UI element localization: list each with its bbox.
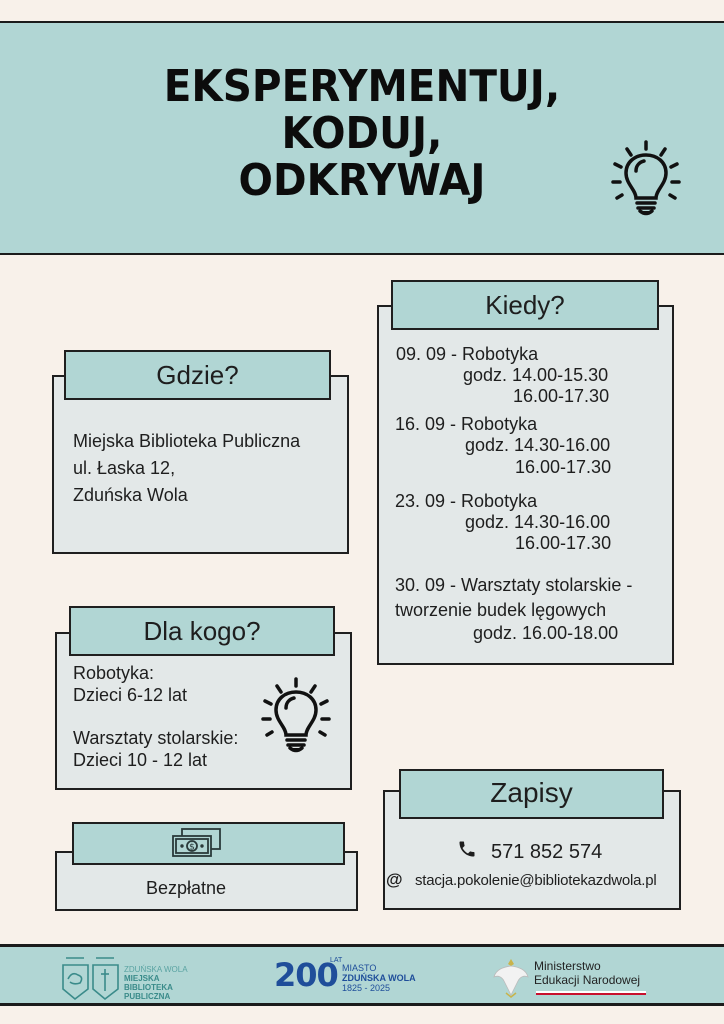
where-heading: Gdzie? — [64, 350, 331, 400]
city-logo-line-2: ZDUŃSKA WOLA — [342, 973, 416, 983]
city-logo-line-3: 1825 - 2025 — [342, 983, 391, 993]
schedule-date: 23. 09 - Robotyka — [395, 491, 538, 511]
schedule-subtitle: tworzenie budek lęgowych — [395, 600, 607, 620]
group-age: Dzieci 6-12 lat — [73, 685, 188, 705]
phone-number[interactable]: 571 852 574 — [491, 841, 603, 863]
money-icon: $ — [172, 828, 221, 857]
at-icon: @ — [386, 870, 403, 889]
group-label: Warsztaty stolarskie: — [73, 728, 239, 748]
title-line-3: ODKRYWAJ — [238, 155, 486, 206]
schedule-time: 16.00-17.30 — [515, 457, 612, 477]
lightbulb-icon — [611, 140, 681, 216]
signup-heading-text: Zapisy — [490, 777, 573, 808]
group-label: Robotyka: — [73, 663, 155, 683]
library-logo-line-1: ZDUŃSKA WOLA — [124, 965, 188, 974]
schedule-time: 16.00-17.30 — [515, 533, 612, 553]
price-label: Bezpłatne — [146, 878, 227, 898]
library-logo-line-2: MIEJSKA BIBLIOTEKA — [124, 974, 173, 992]
ministry-line-1: Ministerstwo — [534, 959, 601, 973]
flag-stripe — [536, 991, 646, 995]
where-heading-text: Gdzie? — [156, 360, 239, 390]
eagle-emblem-icon — [493, 959, 529, 998]
footer-logos: ZDUŃSKA WOLA MIEJSKA BIBLIOTEKA PUBLICZN… — [0, 944, 724, 1006]
city-logo-line-1: MIASTO — [342, 963, 377, 973]
title-line-1: EKSPERYMENTUJ, — [163, 61, 561, 112]
group-age: Dzieci 10 - 12 lat — [73, 750, 208, 770]
where-line-1: Miejska Biblioteka Publiczna — [73, 431, 301, 451]
lightbulb-icon — [261, 677, 331, 753]
ministry-logo: Ministerstwo Edukacji Narodowej — [492, 953, 652, 1001]
header-banner: EKSPERYMENTUJ, KODUJ, ODKRYWAJ — [0, 21, 724, 255]
phone-icon — [459, 841, 475, 857]
anniversary-number: 200 — [274, 956, 339, 994]
schedule-time: 16.00-17.30 — [513, 386, 610, 406]
email-address[interactable]: stacja.pokolenie@bibliotekazdwola.pl — [415, 872, 657, 889]
page-title: EKSPERYMENTUJ, KODUJ, ODKRYWAJ — [29, 63, 695, 204]
schedule-time: godz. 16.00-18.00 — [473, 623, 619, 643]
where-line-2: ul. Łaska 12, — [73, 458, 176, 478]
for-whom-heading-text: Dla kogo? — [143, 616, 261, 646]
schedule-date: 30. 09 - Warsztaty stolarskie - — [395, 575, 633, 595]
when-heading: Kiedy? — [391, 280, 659, 330]
schedule-date: 09. 09 - Robotyka — [396, 344, 539, 364]
anniversary-sup: LAT — [330, 957, 343, 964]
for-whom-heading: Dla kogo? — [69, 606, 335, 656]
title-line-2: KODUJ, — [281, 108, 443, 159]
library-logo-line-3: PUBLICZNA — [124, 992, 171, 1001]
library-logo: ZDUŃSKA WOLA MIEJSKA BIBLIOTEKA PUBLICZN… — [62, 955, 202, 1001]
schedule-time: godz. 14.30-16.00 — [465, 512, 611, 532]
schedule-date: 16. 09 - Robotyka — [395, 414, 538, 434]
where-line-3: Zduńska Wola — [73, 485, 188, 505]
ministry-line-2: Edukacji Narodowej — [534, 973, 641, 987]
svg-text:$: $ — [189, 843, 195, 853]
when-heading-text: Kiedy? — [485, 290, 565, 320]
coat-of-arms-icon — [62, 957, 119, 1001]
schedule-time: godz. 14.30-16.00 — [465, 435, 611, 455]
when-card — [377, 305, 674, 665]
where-card — [52, 375, 349, 554]
schedule-time: godz. 14.00-15.30 — [463, 365, 609, 385]
signup-heading: Zapisy — [399, 769, 664, 819]
city-anniversary-logo: 200 LAT MIASTO ZDUŃSKA WOLA 1825 - 2025 — [268, 953, 418, 1001]
